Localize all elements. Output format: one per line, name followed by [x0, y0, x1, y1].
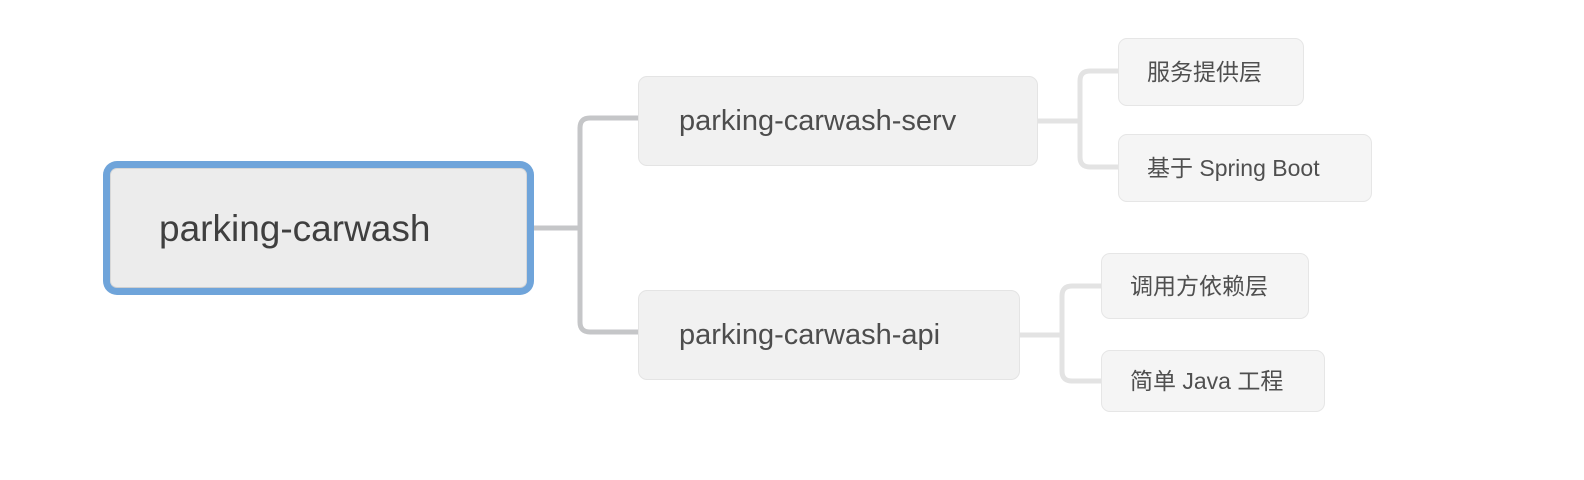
- node-root-label: parking-carwash: [159, 207, 431, 249]
- node-based-on-spring-boot[interactable]: 基于 Spring Boot: [1118, 134, 1372, 202]
- node-service-provider-layer-label: 服务提供层: [1147, 58, 1262, 85]
- node-parking-carwash-api-label: parking-carwash-api: [679, 318, 941, 351]
- node-simple-java-project[interactable]: 简单 Java 工程: [1101, 350, 1325, 412]
- node-simple-java-project-label: 简单 Java 工程: [1130, 367, 1284, 394]
- node-parking-carwash-serv-label: parking-carwash-serv: [679, 104, 957, 137]
- node-parking-carwash-api[interactable]: parking-carwash-api: [638, 290, 1020, 380]
- node-caller-dependency-layer[interactable]: 调用方依赖层: [1101, 253, 1309, 319]
- node-root-parking-carwash[interactable]: parking-carwash: [110, 168, 527, 288]
- connector-root-to-serv: [577, 115, 638, 228]
- connector-serv-to-child-1: [1077, 68, 1118, 121]
- connector-api-children: [1020, 283, 1101, 384]
- connector-root-to-api: [577, 228, 638, 335]
- connector-api-to-child-1: [1059, 283, 1101, 335]
- connector-api-to-child-2: [1059, 335, 1101, 384]
- connector-root-trunk: [529, 115, 638, 335]
- node-caller-dependency-layer-label: 调用方依赖层: [1130, 272, 1268, 299]
- node-parking-carwash-serv[interactable]: parking-carwash-serv: [638, 76, 1038, 166]
- connector-serv-children: [1038, 68, 1118, 170]
- node-service-provider-layer[interactable]: 服务提供层: [1118, 38, 1304, 106]
- node-based-on-spring-boot-label: 基于 Spring Boot: [1147, 154, 1320, 181]
- connector-serv-to-child-2: [1077, 121, 1118, 170]
